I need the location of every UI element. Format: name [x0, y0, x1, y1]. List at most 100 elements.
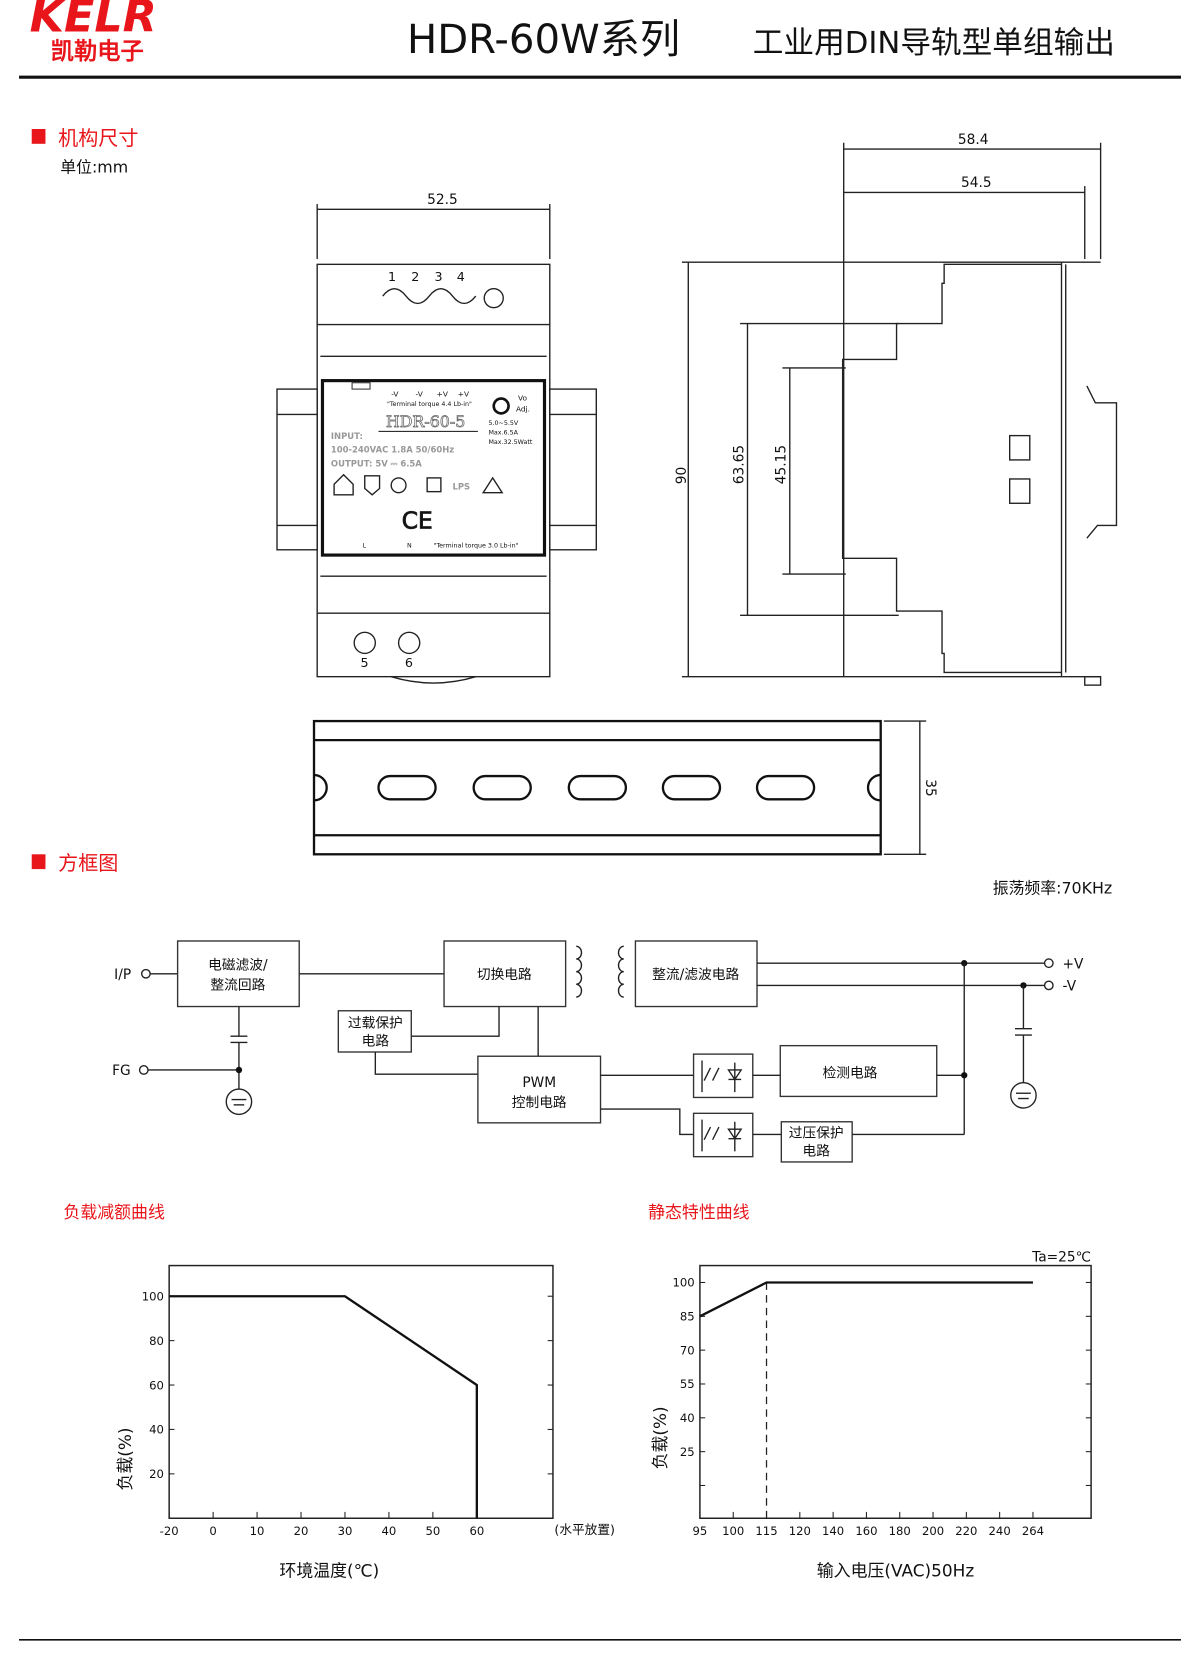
chart-annotation: Ta=25℃ — [1031, 1249, 1091, 1265]
derating-chart-title: 负载减额曲线 — [63, 1202, 165, 1222]
x-tick-label: -20 — [160, 1524, 179, 1538]
y-tick-label: 20 — [149, 1467, 164, 1481]
x-axis-label: 环境温度(℃) — [279, 1560, 379, 1580]
y-axis-label: 负载(%) — [650, 1406, 670, 1469]
x-tick-label: 50 — [425, 1524, 440, 1538]
torque-top: "Terminal torque 4.4 Lb-in" — [387, 401, 472, 408]
emi-label: 整流回路 — [210, 978, 265, 994]
din-rail: 35 — [312, 719, 938, 856]
frequency-label: 振荡频率:70KHz — [993, 878, 1113, 897]
x-tick-label: 220 — [955, 1524, 977, 1538]
x-tick-label: 180 — [889, 1524, 911, 1538]
x-tick-label: 140 — [822, 1524, 844, 1538]
y-tick-label: 25 — [680, 1445, 695, 1459]
pwm-label: PWM — [522, 1075, 556, 1091]
olp-label: 过载保护 — [348, 1016, 403, 1032]
y-axis-label: 负载(%) — [115, 1428, 135, 1491]
x-tick-label: 95 — [693, 1524, 708, 1538]
y-tick-label: 40 — [149, 1423, 164, 1437]
switch-block — [443, 940, 567, 1008]
dim-width: 52.5 — [427, 192, 458, 208]
y-tick-label: 100 — [672, 1276, 694, 1290]
input-value: 100-240VAC 1.8A 50/60Hz — [331, 445, 454, 455]
x-tick-label: 115 — [755, 1524, 777, 1538]
unit-label: 单位:mm — [60, 157, 128, 176]
cert-triangle-icon — [481, 476, 504, 494]
terminal-6: 6 — [405, 655, 413, 670]
x-tick-label: 240 — [989, 1524, 1011, 1538]
section-marker — [31, 129, 46, 144]
side-view: 58.4 54.5 90 63.65 45.15 — [674, 132, 1118, 686]
olp-label: 电路 — [362, 1034, 390, 1050]
vminus-label: -V — [1063, 979, 1077, 995]
pin-label: +V — [437, 389, 448, 398]
ovp-label: 电路 — [802, 1144, 830, 1160]
x-tick-label: 120 — [789, 1524, 811, 1538]
y-tick-label: 40 — [680, 1411, 695, 1425]
x-tick-label: 10 — [250, 1524, 265, 1538]
y-tick-label: 80 — [149, 1334, 164, 1348]
y-tick-label: 70 — [680, 1343, 695, 1357]
logo-cn: 凯勒电子 — [51, 38, 144, 65]
y-tick-label: 55 — [680, 1377, 695, 1391]
x-tick-label: 264 — [1022, 1524, 1044, 1538]
ce-mark: CE — [402, 508, 433, 535]
pin-label: +V — [458, 389, 469, 398]
section-marker — [31, 854, 46, 870]
x-tick-label: 40 — [382, 1524, 397, 1538]
optocoupler-icon — [692, 1112, 754, 1158]
ground-icon — [225, 1088, 253, 1116]
x-tick-label: 200 — [922, 1524, 944, 1538]
pin-label: -V — [416, 389, 423, 398]
ground-icon — [1010, 1081, 1037, 1109]
x-tick-label: 160 — [855, 1524, 877, 1538]
terminal-2: 2 — [411, 269, 419, 284]
front-view: 52.5 1 2 3 4 5 6 -V -V +V +V "Terminal t… — [276, 192, 597, 684]
static-chart-title: 静态特性曲线 — [648, 1202, 750, 1222]
y-tick-label: 85 — [680, 1310, 695, 1324]
switch-label: 切换电路 — [477, 966, 532, 983]
shield-cert-icon — [364, 475, 381, 496]
lps-mark: LPS — [453, 482, 471, 492]
dim-h2: 63.65 — [731, 445, 747, 484]
dim-depth: 58.4 — [958, 132, 989, 148]
pwm-block — [477, 1055, 602, 1124]
optocoupler-icon — [692, 1053, 754, 1099]
adj-label: Adj. — [516, 404, 530, 413]
terminal-4: 4 — [457, 269, 465, 284]
n-label: N — [407, 543, 412, 550]
x-tick-label: 30 — [338, 1524, 353, 1538]
page-subtitle: 工业用DIN导轨型单组输出 — [753, 26, 1115, 61]
emi-label: 电磁滤波/ — [208, 958, 268, 974]
dim-h1: 90 — [674, 467, 690, 484]
house-icon — [333, 473, 354, 496]
terminal-5: 5 — [361, 655, 369, 670]
rectifier-label: 整流/滤波电路 — [652, 967, 739, 983]
block-diagram: I/P 电磁滤波/ 整流回路 切换电路 整流/滤波电路 +V -V FG 过载保… — [112, 940, 1084, 1163]
x-axis-note: (水平放置) — [554, 1522, 615, 1537]
logo-text: KELR — [30, 0, 157, 43]
output-value: OUTPUT: 5V ⎓ 6.5A — [331, 458, 422, 468]
overvoltage-protection-block — [780, 1121, 853, 1163]
x-tick-label: 0 — [209, 1524, 216, 1538]
model-label: HDR-60-5 — [386, 412, 465, 431]
max-a-label: Max.6.5A — [488, 430, 518, 437]
page-title: HDR-60W系列 — [407, 17, 680, 63]
range-label: 5.0~5.5V — [488, 420, 518, 427]
overload-protection-block — [337, 1010, 412, 1053]
cert-circle-icon — [390, 477, 407, 494]
l-label: L — [363, 543, 367, 550]
data-line — [169, 1295, 478, 1519]
transformer-icon — [576, 945, 583, 998]
y-tick-label: 60 — [149, 1378, 164, 1392]
logo: KELR 凯勒电子 — [30, 0, 157, 65]
x-tick-label: 20 — [294, 1524, 309, 1538]
fg-label: FG — [112, 1063, 131, 1079]
dim-h3: 45.15 — [774, 445, 790, 484]
terminal-1: 1 — [388, 269, 396, 284]
double-insulation-icon — [426, 477, 442, 493]
vo-adj-knob-icon — [492, 397, 510, 415]
x-tick-label: 60 — [469, 1524, 484, 1538]
